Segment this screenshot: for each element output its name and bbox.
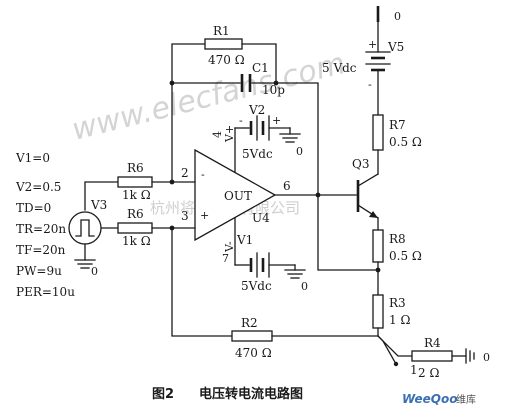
r4-left-wire <box>377 335 413 357</box>
r7-ref: R7 <box>389 118 406 132</box>
v3-ref: V3 <box>90 198 107 212</box>
r1-ref: R1 <box>213 24 230 38</box>
node1-label: 1 <box>410 363 418 377</box>
opamp-input-plus: + <box>200 209 209 222</box>
pin6-number: 6 <box>283 179 291 193</box>
v3-param: PER=10u <box>16 285 75 299</box>
r7-value: 0.5 Ω <box>389 135 422 149</box>
opamp-ref: U4 <box>252 211 270 225</box>
v2-ref: V2 <box>248 103 265 117</box>
r8-ref: R8 <box>389 232 406 246</box>
ground-icon <box>465 348 475 364</box>
v5-ref: V5 <box>387 40 404 54</box>
r3-resistor <box>372 294 384 329</box>
v3-param: V1=0 <box>15 151 50 165</box>
r7-resistor <box>372 114 384 151</box>
logo-suffix: 维库 <box>456 393 476 406</box>
r6-bottom-value: 1k Ω <box>122 234 151 248</box>
r6-bottom-ref: R6 <box>127 207 144 221</box>
q3-emitter-arrow <box>369 211 378 218</box>
q3-collector-lead <box>357 173 379 187</box>
v2-value: 5Vdc <box>242 147 273 161</box>
v3-pulse-source <box>68 211 102 245</box>
c1-to-r8-wire <box>317 193 379 271</box>
r2-ref: R2 <box>241 316 258 330</box>
pin3-number: 3 <box>181 209 189 223</box>
v5-gnd-label: 0 <box>394 10 401 23</box>
v3-param: PW=9u <box>16 264 62 278</box>
opamp-input-minus: - <box>201 168 205 181</box>
r6-top-value: 1k Ω <box>122 188 151 202</box>
v5-minus: - <box>368 78 372 91</box>
opamp-vminus-label: V- <box>223 241 236 253</box>
v5-value: 5 Vdc <box>322 61 357 75</box>
node1-marker <box>393 361 399 367</box>
junction-dot <box>169 80 175 86</box>
r2-left-wire <box>171 227 233 337</box>
junction-dot <box>273 80 279 86</box>
q3-ref: Q3 <box>352 157 369 171</box>
r4-value: 2 Ω <box>418 366 439 380</box>
pulse-waveform-icon <box>75 219 95 237</box>
v3-param: TF=20n <box>16 243 66 257</box>
r6-bottom-resistor <box>117 222 153 234</box>
r3-value: 1 Ω <box>389 313 410 327</box>
r1-resistor <box>204 38 243 50</box>
v2-minus: - <box>239 114 243 127</box>
r4-resistor <box>411 350 453 362</box>
r2-value: 470 Ω <box>235 346 272 360</box>
v2-plus: + <box>272 114 281 127</box>
r8-resistor <box>372 229 384 263</box>
r2-resistor <box>231 330 273 342</box>
opamp-vplus-label: V+ <box>223 125 236 143</box>
logo-brand: WeeQoo <box>402 392 457 406</box>
c1-ref: C1 <box>252 61 269 75</box>
r3-ref: R3 <box>389 296 406 310</box>
v5-plus: + <box>368 38 377 51</box>
r4-ref: R4 <box>424 336 441 350</box>
r6-top-ref: R6 <box>127 161 144 175</box>
v3-param: TD=0 <box>16 201 51 215</box>
v3-param: TR=20n <box>16 222 66 236</box>
v3-param: V2=0.5 <box>15 180 61 194</box>
r1-value: 470 Ω <box>208 53 245 67</box>
opamp-out-label: OUT <box>224 189 252 203</box>
v1-value: 5Vdc <box>241 279 272 293</box>
r1-left-wire <box>171 43 206 183</box>
v3-parameter-list: V1=0 V2=0.5 TD=0 TR=20n TF=20n PW=9u PER… <box>15 151 75 299</box>
junction-dot <box>169 179 175 185</box>
figure-number: 图2 <box>152 387 174 402</box>
pin4-number: 4 <box>211 131 224 138</box>
v3-gnd-label: 0 <box>91 265 98 278</box>
r1-right-wire <box>241 43 277 84</box>
ground-icon <box>284 269 306 279</box>
r8-value: 0.5 Ω <box>389 249 422 263</box>
pin2-number: 2 <box>181 166 189 180</box>
node1-lead <box>377 335 397 365</box>
v3-top-wire <box>84 181 119 211</box>
figure-title: 电压转电流电路图 <box>199 386 303 402</box>
v2-gnd-label: 0 <box>296 145 303 158</box>
c1-value: 10p <box>262 83 285 97</box>
pin7-number: 7 <box>222 252 229 265</box>
ground-icon <box>279 133 301 143</box>
weeqoo-logo: WeeQoo 维库 <box>402 392 476 406</box>
junction-dot <box>375 267 381 273</box>
ground-icon <box>74 259 96 269</box>
v1-gnd-label: 0 <box>301 280 308 293</box>
r6-top-resistor <box>117 176 153 188</box>
v1-ref: V1 <box>236 233 253 247</box>
r4-gnd-label: 0 <box>483 351 490 364</box>
